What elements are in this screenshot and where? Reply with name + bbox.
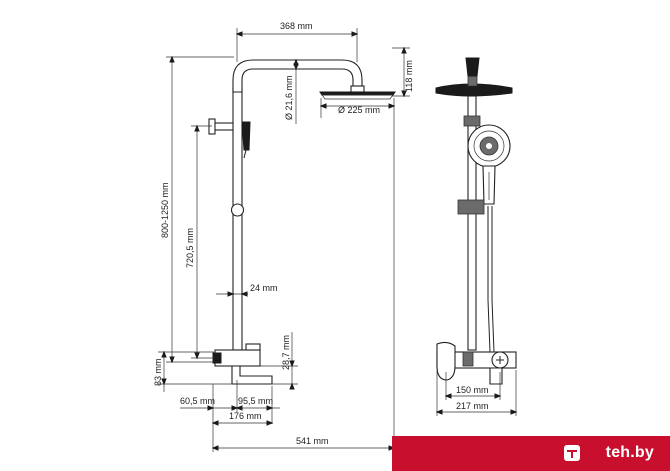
side-mixer-body [214, 349, 261, 367]
dim-spout-height: 28,7 mm [281, 335, 291, 370]
dim-head-height: 118 mm [404, 60, 414, 92]
front-spout [489, 367, 503, 385]
dim-arm-length: 368 mm [280, 21, 313, 31]
side-view [208, 59, 396, 385]
brand-logo-icon [564, 445, 580, 461]
dim-rail-height: 720,5 mm [185, 228, 195, 268]
side-spout [231, 365, 273, 385]
side-diverter-knob [212, 122, 234, 131]
dim-centers-width: 150 mm [456, 385, 489, 395]
brand-name: teh.by [605, 444, 654, 461]
front-view [435, 57, 517, 385]
dim-spout-reach: 95,5 mm [238, 396, 273, 406]
front-mixer-lever [436, 341, 456, 381]
brand-watermark: teh.by [392, 436, 670, 471]
side-dimension-lines [158, 28, 410, 452]
front-slider [457, 199, 485, 215]
side-slider [230, 203, 245, 217]
dim-mixer-height: 83 mm [153, 358, 163, 386]
front-hose [487, 206, 491, 353]
dim-mixer-depth: 176 mm [229, 411, 262, 421]
dim-rail-width: 24 mm [250, 283, 278, 293]
side-shower-head [319, 91, 396, 96]
dim-wall-offset: 60,5 mm [180, 396, 215, 406]
side-arm-connector [350, 85, 365, 93]
front-rain-head [435, 83, 513, 97]
dim-total-depth: 541 mm [296, 436, 329, 446]
dim-head-diameter: Ø 225 mm [338, 105, 380, 115]
side-vertical-pipe [232, 87, 243, 351]
front-dimension-lines [435, 370, 518, 416]
dim-arm-diameter: Ø 21,6 mm [284, 75, 294, 120]
front-column [467, 95, 477, 351]
dim-total-height: 800-1250 mm [160, 182, 170, 238]
dim-mixer-width: 217 mm [456, 401, 489, 411]
side-hand-shower [241, 121, 251, 151]
